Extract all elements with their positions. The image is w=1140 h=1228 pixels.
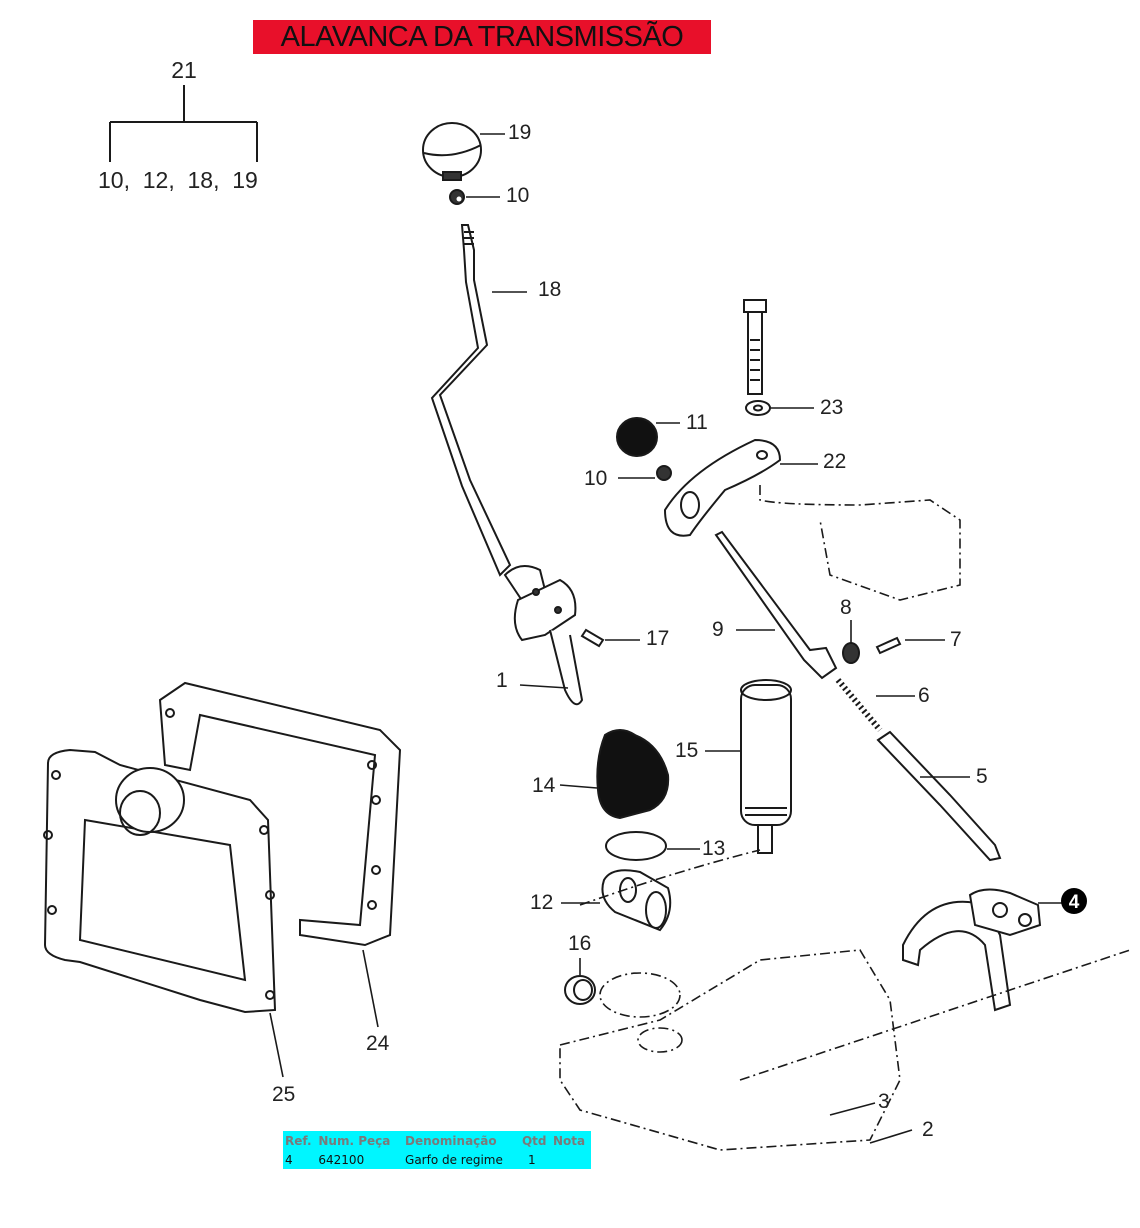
callout-4: 4 bbox=[1069, 892, 1080, 913]
callout-14[interactable]: 14 bbox=[532, 774, 556, 797]
part-22-plate[interactable] bbox=[663, 438, 782, 537]
part-1-lever-clamp[interactable] bbox=[503, 565, 584, 706]
transmission-housing-phantom bbox=[559, 485, 1131, 1151]
part-14-rubber-boot[interactable] bbox=[596, 729, 670, 820]
callout-8[interactable]: 8 bbox=[840, 596, 852, 619]
highlighted-callout-4[interactable]: 4 bbox=[1061, 888, 1087, 914]
part-11-cap[interactable] bbox=[616, 417, 658, 457]
callout-9[interactable]: 9 bbox=[712, 618, 724, 641]
part-10-nut[interactable] bbox=[449, 189, 465, 205]
assembly-children-label: 10, 12, 18, 19 bbox=[98, 167, 258, 193]
callout-3[interactable]: 3 bbox=[878, 1090, 890, 1113]
cell-qty: 1 bbox=[527, 1152, 536, 1167]
callout-23[interactable]: 23 bbox=[820, 396, 843, 419]
table-header-row: Ref. Num. Peça Denominação Qtd Nota bbox=[283, 1131, 591, 1150]
part-9-shift-rod[interactable] bbox=[714, 530, 838, 680]
col-header-qty: Qtd bbox=[521, 1133, 547, 1148]
assembly-bracket bbox=[109, 85, 258, 162]
part-15-cylinder[interactable] bbox=[740, 679, 792, 854]
callout-12[interactable]: 12 bbox=[530, 891, 553, 914]
part-18-lever-rod[interactable] bbox=[430, 224, 512, 577]
col-header-description: Denominação bbox=[405, 1133, 497, 1148]
part-5-rod[interactable] bbox=[876, 730, 1002, 862]
cell-description: Garfo de regime bbox=[405, 1152, 503, 1167]
part-8-ball[interactable] bbox=[842, 642, 860, 664]
cell-note bbox=[551, 1150, 591, 1169]
callout-16[interactable]: 16 bbox=[568, 932, 591, 955]
callout-19[interactable]: 19 bbox=[508, 121, 531, 144]
leader-lines bbox=[269, 133, 1062, 1144]
col-header-ref: Ref. bbox=[285, 1133, 312, 1148]
table-row[interactable]: 4 642100 Garfo de regime 1 bbox=[283, 1150, 591, 1169]
part-13-snap-ring[interactable] bbox=[605, 831, 667, 861]
callout-25[interactable]: 25 bbox=[272, 1083, 295, 1106]
part-16-bushing[interactable] bbox=[564, 975, 596, 1005]
parts-table: Ref. Num. Peça Denominação Qtd Nota 4 64… bbox=[283, 1131, 591, 1169]
assembly-parent-label: 21 bbox=[171, 57, 197, 83]
callout-15[interactable]: 15 bbox=[675, 739, 698, 762]
callout-labels: 19 10 18 11 10 23 22 9 8 7 6 5 17 1 15 1… bbox=[272, 121, 988, 1141]
cell-ref: 4 bbox=[285, 1152, 293, 1167]
callout-18[interactable]: 18 bbox=[538, 278, 561, 301]
part-25-adapter-plate[interactable] bbox=[43, 748, 277, 1014]
callout-11[interactable]: 11 bbox=[686, 411, 708, 434]
part-4-shift-fork[interactable] bbox=[902, 888, 1042, 1012]
part-bolt[interactable] bbox=[743, 299, 767, 395]
callout-13[interactable]: 13 bbox=[702, 837, 725, 860]
callout-10[interactable]: 10 bbox=[506, 184, 529, 207]
callout-1[interactable]: 1 bbox=[496, 669, 508, 692]
callout-17[interactable]: 17 bbox=[646, 627, 669, 650]
title-banner: ALAVANCA DA TRANSMISSÃO bbox=[253, 20, 711, 54]
page-title: ALAVANCA DA TRANSMISSÃO bbox=[280, 20, 684, 53]
callout-6[interactable]: 6 bbox=[918, 684, 930, 707]
part-12-pivot-block[interactable] bbox=[601, 869, 672, 932]
cell-part-number: 642100 bbox=[318, 1152, 365, 1167]
part-23-washer[interactable] bbox=[745, 400, 771, 416]
callout-24[interactable]: 24 bbox=[366, 1032, 390, 1055]
col-header-part-number: Num. Peça bbox=[318, 1133, 391, 1148]
callout-22[interactable]: 22 bbox=[823, 450, 846, 473]
part-17-pin[interactable] bbox=[580, 628, 605, 648]
callout-7[interactable]: 7 bbox=[950, 628, 962, 651]
part-24-gasket[interactable] bbox=[158, 681, 402, 947]
callout-2[interactable]: 2 bbox=[922, 1118, 934, 1141]
col-header-note: Nota bbox=[553, 1133, 586, 1148]
part-7-detent-spring[interactable] bbox=[875, 636, 902, 655]
part-19-knob[interactable] bbox=[422, 122, 482, 181]
callout-5[interactable]: 5 bbox=[976, 765, 988, 788]
part-6-spring[interactable] bbox=[835, 678, 883, 732]
callout-10[interactable]: 10 bbox=[584, 467, 607, 490]
part-10-nut-lower[interactable] bbox=[656, 465, 672, 481]
